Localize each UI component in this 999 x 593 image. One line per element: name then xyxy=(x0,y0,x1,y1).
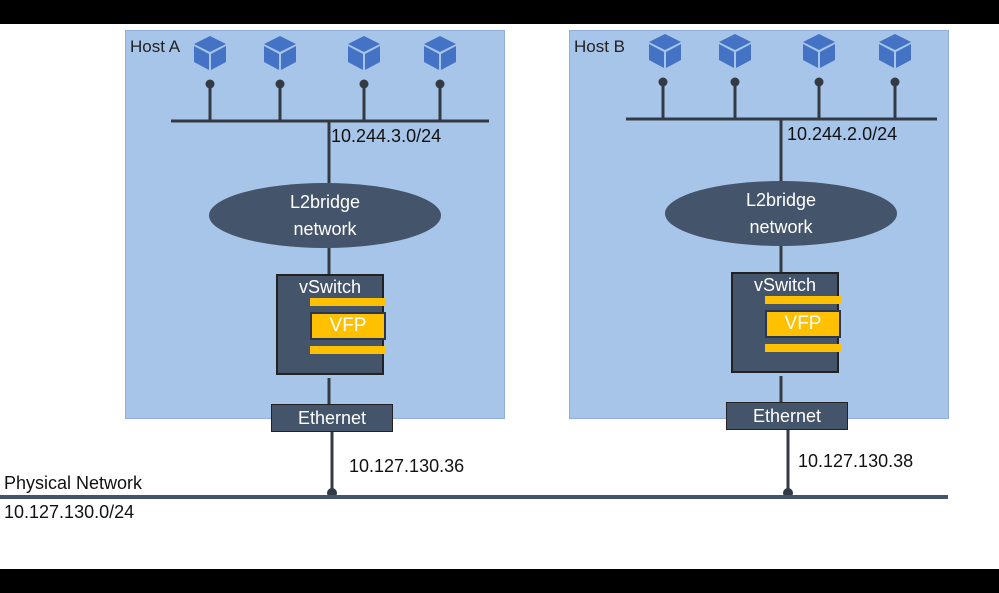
host-b-vm-links xyxy=(658,77,900,119)
host-a-ethernet: Ethernet xyxy=(271,404,393,432)
host-a-vfp-bottom-stripe xyxy=(310,346,386,354)
host-b-subnet-label: 10.244.2.0/24 xyxy=(787,124,898,144)
host-b-label: Host B xyxy=(574,37,626,56)
host-a-vfp-top-stripe xyxy=(310,298,386,306)
host-a-vswitch: vSwitch VFP xyxy=(276,274,386,375)
host-b-vm-4-cube-icon xyxy=(879,34,911,68)
host-a-vm-2-cube-icon xyxy=(264,36,296,70)
physical-network-subnet: 10.127.130.0/24 xyxy=(4,502,135,522)
host-b-vfp-top-stripe xyxy=(765,296,841,304)
host-b-vswitch: vSwitch VFP xyxy=(731,272,841,373)
physical-network-label: Physical Network xyxy=(4,473,143,493)
top-letterbox-bar xyxy=(0,0,999,24)
host-a-bridge-line2: network xyxy=(293,218,357,239)
host-b-ip-address: 10.127.130.38 xyxy=(798,451,914,471)
host-b-vfp: VFP xyxy=(765,310,841,338)
host-a-ip-address: 10.127.130.36 xyxy=(349,456,465,476)
host-b-l2bridge-network: L2bridge network xyxy=(665,181,897,246)
host-b-ethernet: Ethernet xyxy=(726,402,848,430)
host-a-vm-1-cube-icon xyxy=(194,36,226,70)
host-a-vswitch-label: vSwitch xyxy=(298,277,361,297)
host-a-vm-4-cube-icon xyxy=(424,36,456,70)
host-b-bridge-line1: L2bridge xyxy=(745,189,817,210)
host-b-vswitch-label: vSwitch xyxy=(753,275,816,295)
host-b-bridge-line2: network xyxy=(749,216,813,237)
host-a-label: Host A xyxy=(130,37,181,56)
host-a-bridge-line1: L2bridge xyxy=(289,191,361,212)
host-a-vm-links xyxy=(205,79,445,121)
host-a-vfp: VFP xyxy=(310,312,386,340)
host-a-subnet-label: 10.244.3.0/24 xyxy=(331,126,442,146)
host-b-vm-1-cube-icon xyxy=(649,34,681,68)
host-b-vm-3-cube-icon xyxy=(803,34,835,68)
host-b-vm-2-cube-icon xyxy=(719,34,751,68)
bottom-letterbox-bar xyxy=(0,569,999,593)
host-a-l2bridge-network: L2bridge network xyxy=(209,183,441,248)
host-a-vm-3-cube-icon xyxy=(348,36,380,70)
host-b-vfp-bottom-stripe xyxy=(765,344,841,352)
